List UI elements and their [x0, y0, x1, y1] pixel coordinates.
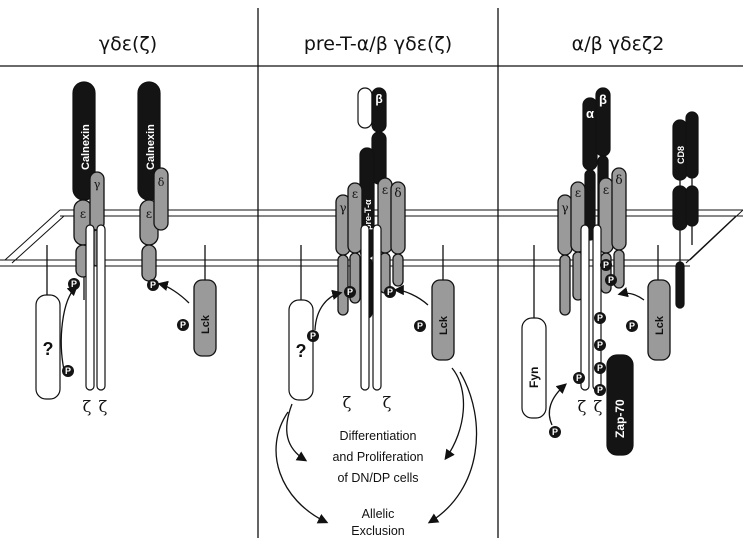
zeta-chain-2b [373, 225, 381, 390]
svg-text:P: P [552, 427, 558, 437]
panel-1-complex: Calnexin ε γ ζ ζ Calnexin ε δ ? Lck [36, 82, 216, 416]
zap70-label: Zap-70 [613, 399, 627, 438]
calnexin-label-2: Calnexin [145, 124, 157, 170]
svg-text:P: P [597, 385, 603, 395]
lck-label-1: Lck [200, 314, 212, 334]
lck-label-2: Lck [438, 315, 450, 335]
svg-text:P: P [310, 331, 316, 341]
zeta-chain-3a [581, 225, 589, 390]
epsilon-label-4: ε [382, 183, 388, 197]
outcome-differentiation-line-3: of DN/DP cells [337, 471, 418, 485]
unknown-kinase-label-2: ? [296, 341, 307, 361]
zeta-label-1a: ζ [83, 397, 92, 416]
epsilon-label-6: ε [603, 183, 609, 197]
delta-label-4: δ [615, 173, 622, 187]
zeta-label-2b: ζ [383, 393, 392, 412]
svg-text:P: P [608, 275, 614, 285]
zeta-label-1b: ζ [99, 397, 108, 416]
epsilon-label-3: ε [352, 187, 358, 201]
beta-label-3: β [599, 92, 607, 107]
panel-1-phospho-sites: P P P P [62, 278, 189, 377]
gamma-label-3: γ [561, 201, 568, 215]
zeta-label-3a: ζ [578, 397, 587, 416]
svg-text:P: P [597, 363, 603, 373]
svg-text:P: P [71, 279, 77, 289]
zeta-chain-2a [361, 225, 369, 390]
svg-text:P: P [347, 287, 353, 297]
fyn-label: Fyn [527, 367, 541, 388]
lck-label-3: Lck [654, 315, 666, 335]
empty-domain [358, 88, 372, 128]
svg-text:P: P [387, 287, 393, 297]
zeta-chain-1b [97, 225, 105, 390]
gamma-label-2: γ [339, 201, 346, 215]
panel-title-3: α/β γδεζ2 [572, 33, 665, 55]
svg-text:P: P [417, 321, 423, 331]
cd8-chain-b [686, 112, 698, 178]
svg-text:P: P [180, 320, 186, 330]
outcome-differentiation-line-1: Differentiation [340, 429, 417, 443]
beta-label-2: β [375, 92, 382, 106]
panel-3-complex: α β γ ε ε δ ζ ζ CD8 [522, 88, 698, 455]
epsilon-label-1: ε [80, 207, 86, 221]
delta-label-2: δ [158, 176, 165, 189]
unknown-kinase-label-1: ? [43, 339, 54, 359]
epsilon-label-2: ε [146, 207, 152, 221]
outcome-differentiation-line-2: and Proliferation [332, 450, 423, 464]
cd8-label: CD8 [676, 146, 686, 164]
svg-text:P: P [576, 373, 582, 383]
panel-title-1: γδε(ζ) [99, 33, 157, 55]
outcome-allelic-line-1: Allelic [362, 507, 395, 521]
svg-text:P: P [629, 321, 635, 331]
gamma-label-1: γ [94, 178, 101, 191]
svg-text:P: P [603, 260, 609, 270]
svg-text:P: P [65, 366, 71, 376]
svg-text:P: P [597, 313, 603, 323]
svg-text:P: P [150, 280, 156, 290]
calnexin-label-1: Calnexin [80, 124, 92, 170]
svg-text:P: P [597, 340, 603, 350]
alpha-label: α [586, 106, 594, 121]
zeta-label-2a: ζ [343, 393, 352, 412]
delta-label-3: δ [394, 186, 401, 200]
panel-title-2: pre-T-α/β γδε(ζ) [304, 33, 452, 55]
zeta-chain-1a [86, 225, 94, 390]
epsilon-label-5: ε [575, 186, 581, 200]
zeta-label-3b: ζ [594, 397, 603, 416]
outcome-allelic-line-2: Exclusion [351, 524, 405, 538]
